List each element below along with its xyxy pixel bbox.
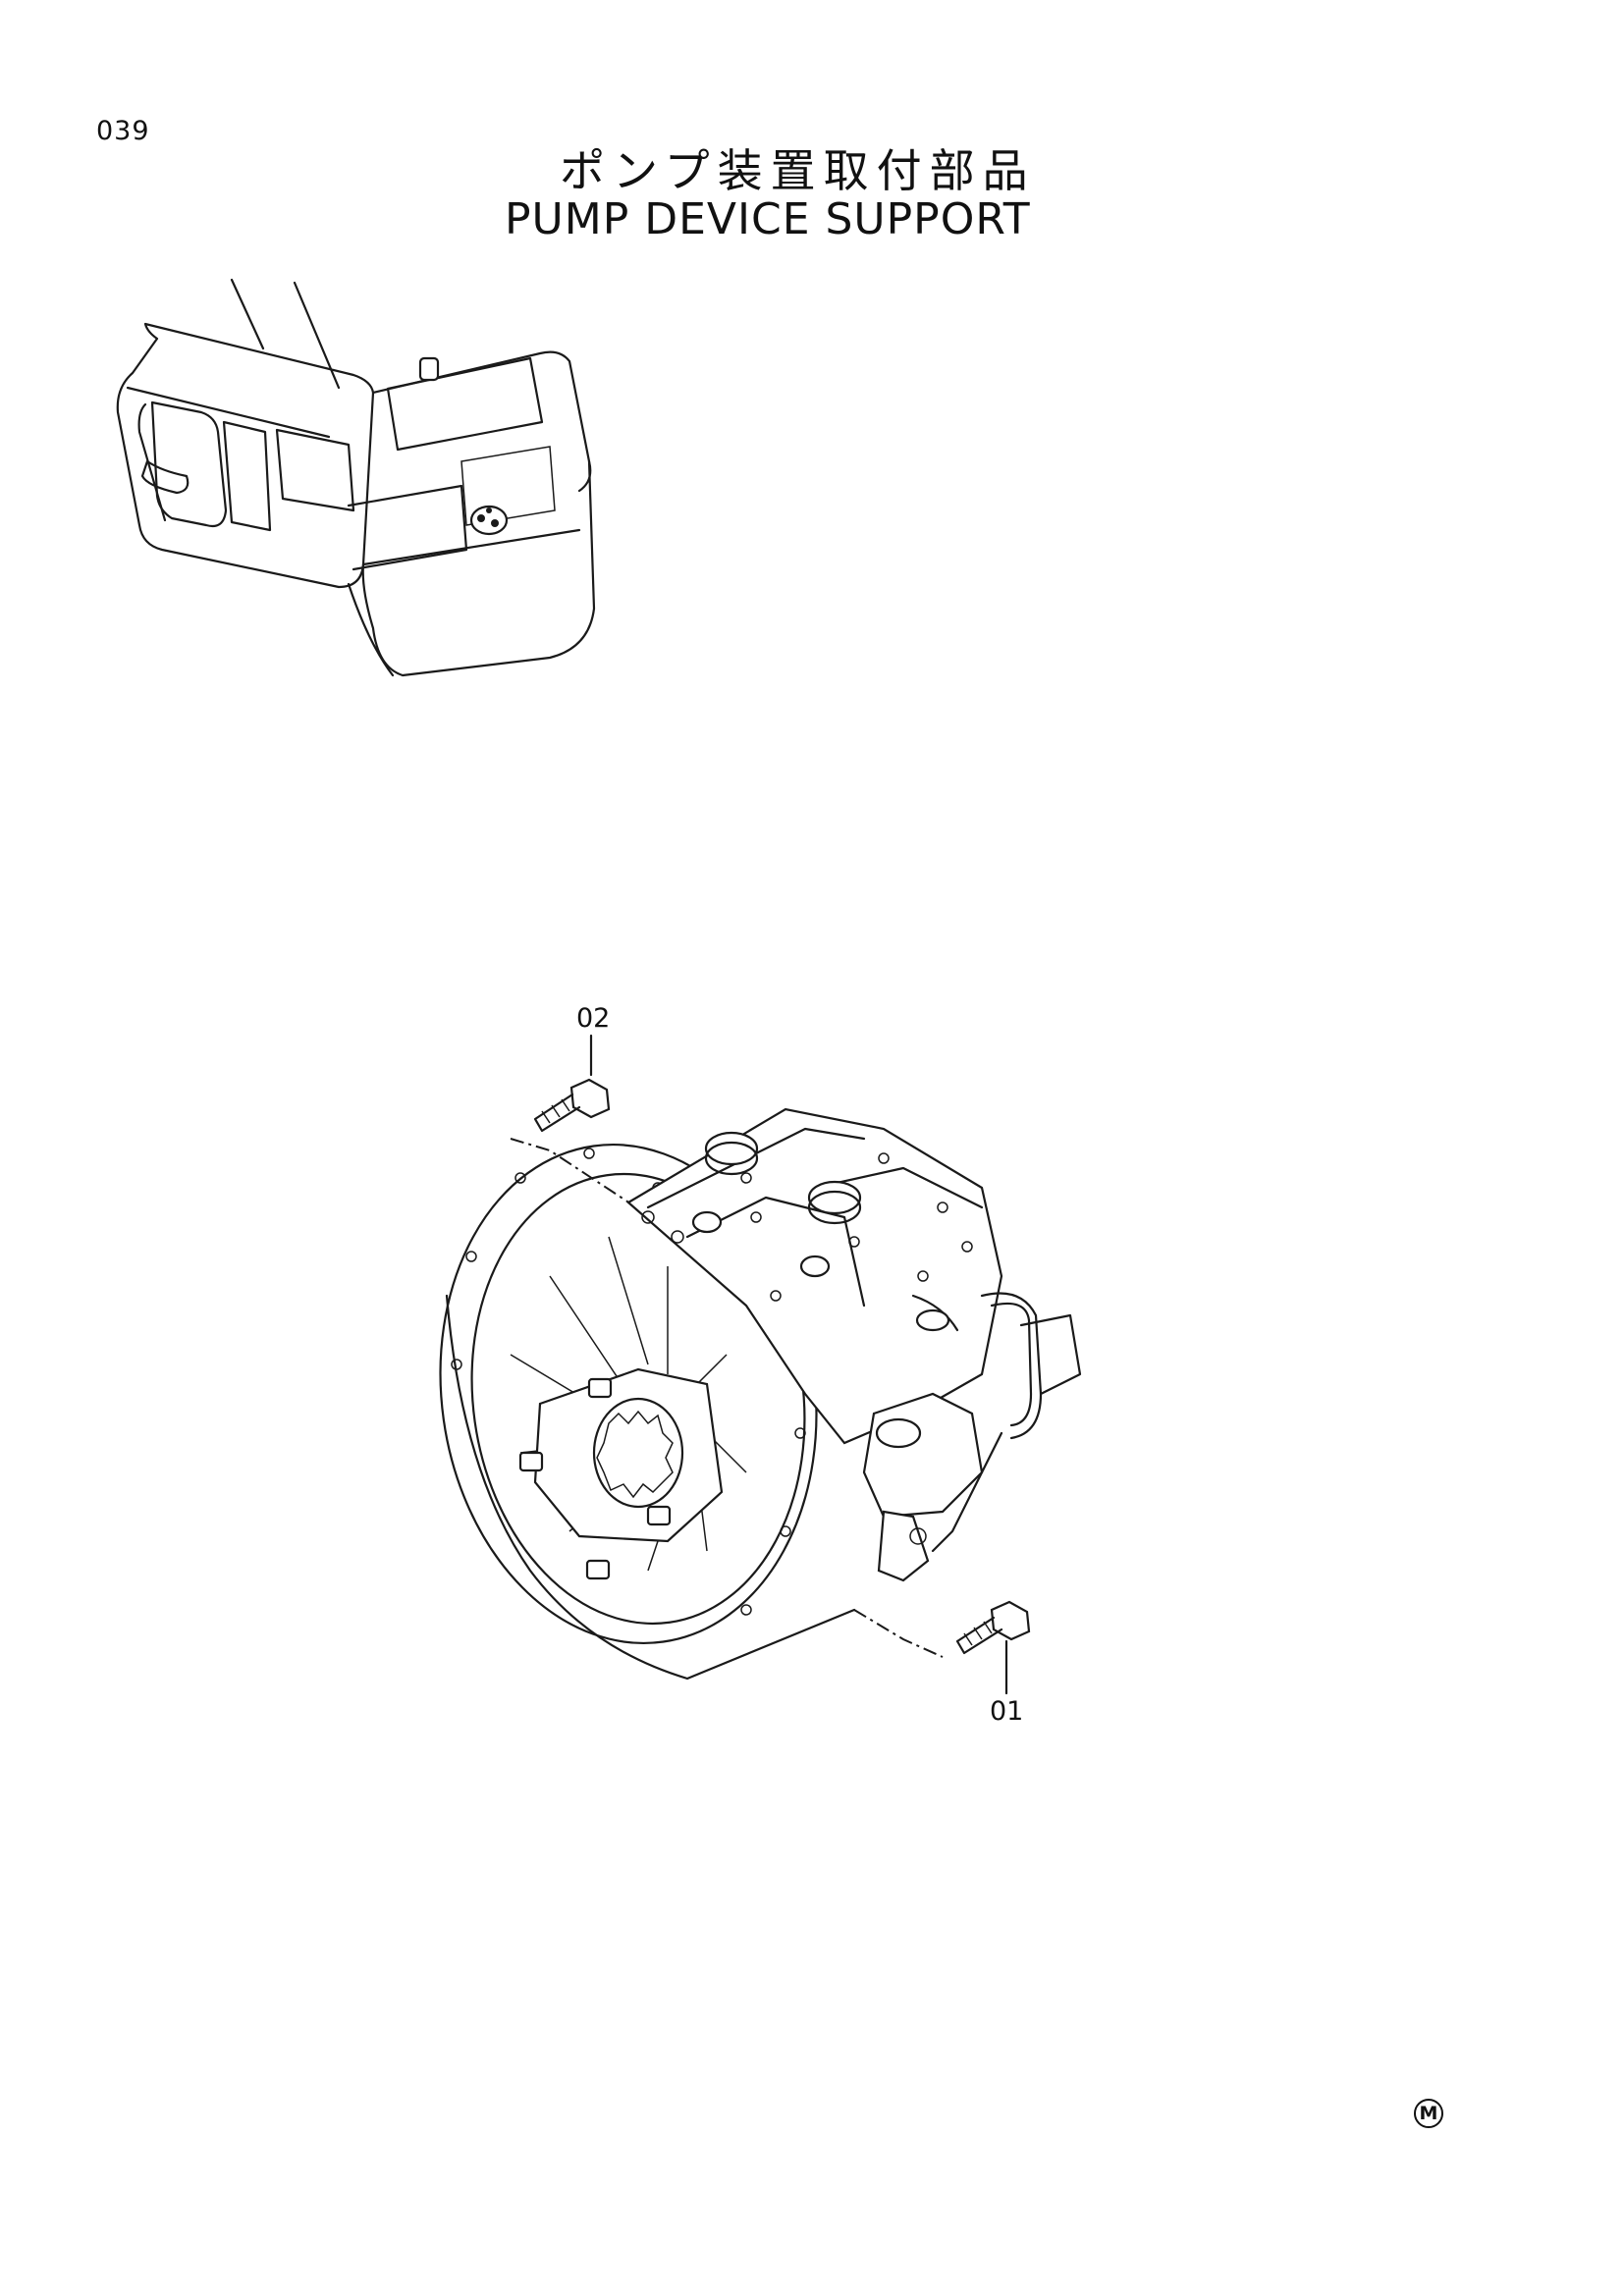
pump-location-marker — [469, 505, 509, 536]
excavator-overview — [116, 278, 596, 677]
callout-01: 01 — [990, 1696, 1024, 1727]
page-title-jp: ポンプ装置取付部品 — [560, 144, 1036, 197]
manufacturer-mark: M — [1414, 2099, 1443, 2128]
pump-assembly — [439, 1107, 1082, 1681]
bolt-02 — [510, 1034, 634, 1206]
page-title-en: PUMP DEVICE SUPPORT — [505, 194, 1031, 244]
callout-02: 02 — [576, 1003, 611, 1034]
page-number: 039 — [96, 116, 150, 146]
bolt-01 — [853, 1600, 1031, 1695]
